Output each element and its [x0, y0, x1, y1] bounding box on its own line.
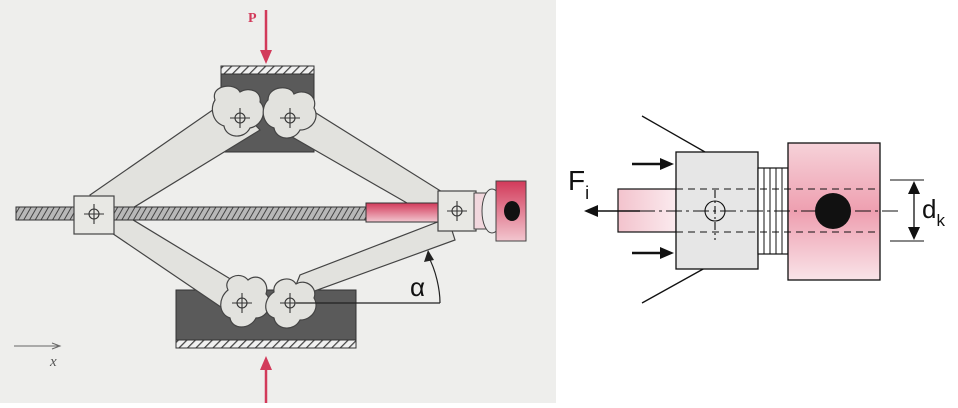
- contact-force-arrows: [632, 158, 674, 259]
- dk-label-subscript: k: [936, 211, 945, 230]
- dk-label-main: d: [922, 194, 936, 224]
- crank-end: [473, 180, 527, 242]
- fi-label-main: F: [568, 165, 585, 196]
- nut-detail-figure: Fi dk: [568, 115, 945, 304]
- x-axis-arrowhead: [51, 342, 62, 350]
- force-arrowhead-top: [260, 50, 272, 64]
- dk-label: dk: [922, 194, 945, 230]
- bottom-gear-heads: [220, 275, 317, 329]
- arm-edge-top: [641, 115, 706, 153]
- screw-rod: [15, 206, 367, 221]
- pink-rod: [365, 202, 442, 223]
- arm-edge-bottom: [641, 267, 706, 304]
- fi-arrowhead: [584, 205, 598, 217]
- pin-symbols: [84, 108, 467, 313]
- fi-label-subscript: i: [585, 183, 589, 203]
- hidden-lines: [676, 188, 880, 233]
- force-arrowhead-bottom: [260, 356, 272, 370]
- angle-label: α: [410, 272, 425, 302]
- dk-dimension: [890, 179, 924, 242]
- scissor-jack-figure: α P x: [0, 0, 556, 403]
- left-nut-block: [73, 195, 115, 235]
- angle-arrowhead: [424, 250, 434, 262]
- top-gear-heads: [211, 85, 317, 139]
- force-label: P: [248, 11, 257, 26]
- x-axis-label: x: [49, 354, 57, 370]
- nut-pin-symbol: [704, 190, 726, 240]
- fi-label: Fi: [568, 165, 589, 203]
